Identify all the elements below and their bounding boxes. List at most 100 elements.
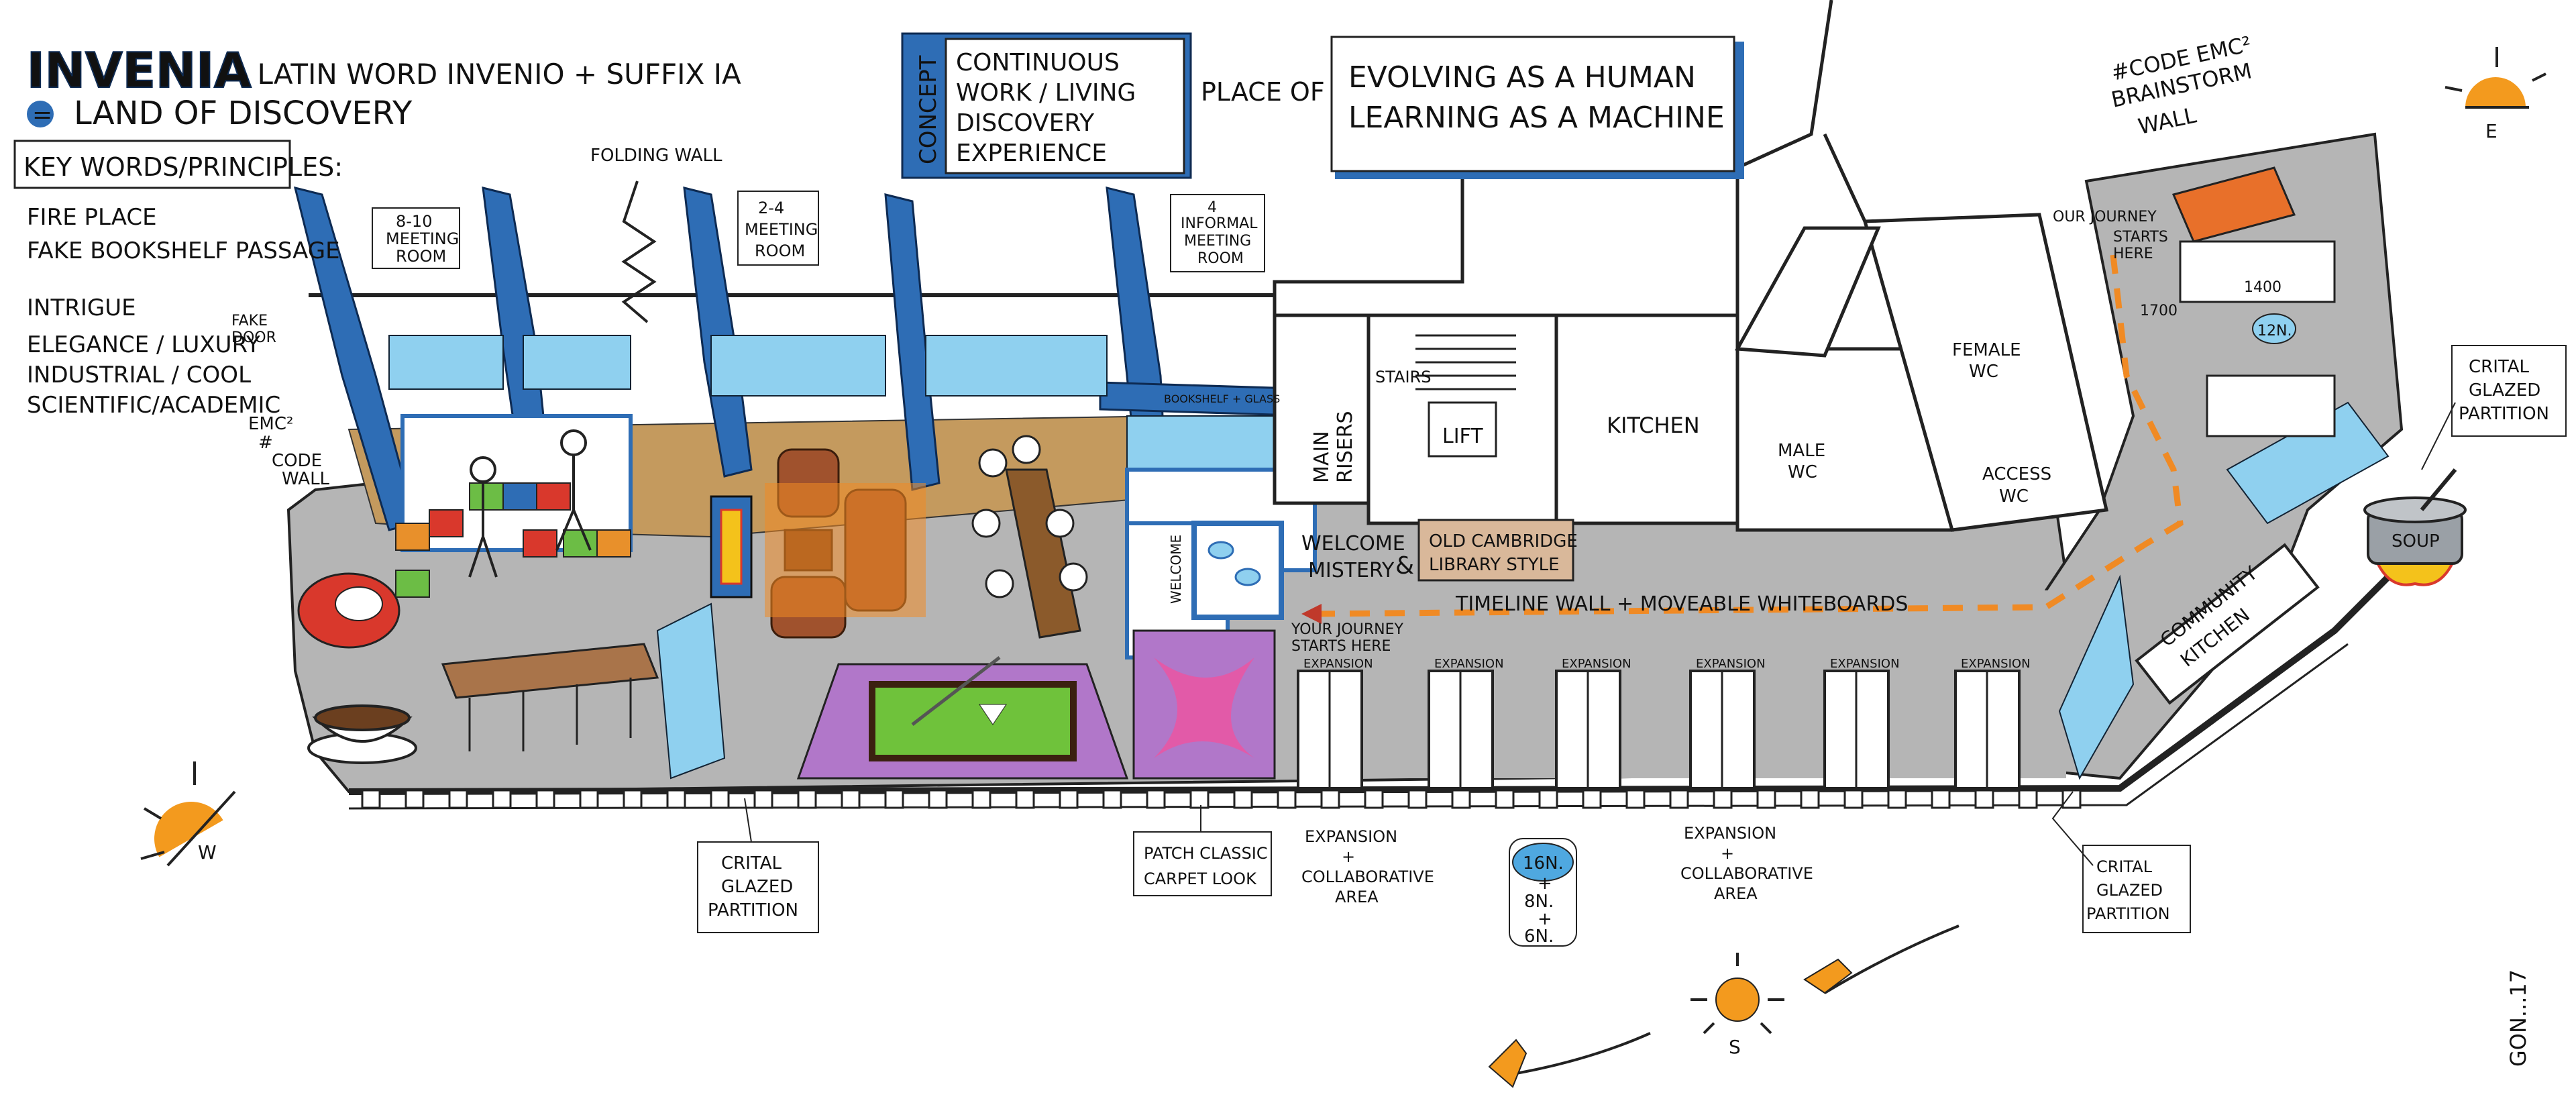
labels-kitchen: KITCHEN xyxy=(1607,413,1700,438)
folding-wall-label: FOLDING WALL xyxy=(590,146,722,166)
equals-circle xyxy=(27,101,54,127)
informal-4-2: MEETING xyxy=(1184,233,1251,250)
people-figures xyxy=(468,429,592,578)
facade-pilaster xyxy=(1451,789,1471,809)
facade-pilaster xyxy=(1407,789,1428,809)
capacity-stack-4: 6N. xyxy=(1524,927,1554,947)
sun-west-icon: W xyxy=(140,761,236,867)
emc2-wall-0: EMC² xyxy=(248,414,293,434)
concept-line: CONTINUOUS xyxy=(956,49,1120,76)
facade-pilaster xyxy=(1582,789,1602,809)
crital-bottom-right-0: CRITAL xyxy=(2096,857,2153,876)
meeting-2-4-1: MEETING xyxy=(745,220,818,239)
our-journey-0: OUR JOURNEY xyxy=(2053,209,2157,225)
facade-pilasters xyxy=(361,789,2082,809)
keywords-block: KEY WORDS/PRINCIPLES: FIRE PLACE FAKE BO… xyxy=(13,140,343,419)
title-origin: - LATIN WORD INVENIO + SUFFIX IA xyxy=(238,58,741,91)
facade-pilaster xyxy=(1277,789,1297,809)
sun-path-arrows xyxy=(1488,925,1960,1088)
crital-right-0: CRITAL xyxy=(2469,357,2530,377)
capacity-stack-3: + xyxy=(1538,909,1552,929)
tagline-1: EVOLVING AS A HUMAN xyxy=(1348,60,1696,95)
welcome-mistery-0: WELCOME xyxy=(1301,532,1405,556)
keyword-item: INTRIGUE xyxy=(27,295,136,321)
expansion-area-2-2: COLLABORATIVE xyxy=(1680,864,1813,883)
facade-pilaster xyxy=(884,789,904,809)
expansion-area-2-0: EXPANSION xyxy=(1684,824,1776,843)
expansion-window: EXPANSION xyxy=(1428,657,1504,790)
facade-pilaster xyxy=(1364,789,1384,809)
meeting-8-10-2: ROOM xyxy=(396,247,446,266)
corridor-floor xyxy=(1275,590,2066,778)
facade-pilaster xyxy=(1320,789,1340,809)
journey-start-1: STARTS HERE xyxy=(1291,638,1391,655)
main-risers-1: RISERS xyxy=(1334,411,1357,483)
expansion-label: EXPANSION xyxy=(1303,657,1373,671)
male-wc-1: WC xyxy=(1788,462,1817,482)
informal-4-0: 4 xyxy=(1208,199,1217,216)
facade-pilaster xyxy=(2061,789,2082,809)
compass-w: W xyxy=(198,841,217,863)
concept-line: EXPERIENCE xyxy=(956,140,1107,167)
facade-pilaster xyxy=(1931,789,1951,809)
facade-pilaster xyxy=(405,789,425,809)
labels-soup: SOUP xyxy=(2392,531,2440,551)
community-kitchen-table xyxy=(2135,543,2320,705)
facade-pilaster xyxy=(1669,789,1689,809)
facade-pilaster xyxy=(1800,789,1820,809)
labels-capacity-12: 12N. xyxy=(2257,323,2292,339)
labels-lift: LIFT xyxy=(1442,425,1483,448)
informal-4-1: INFORMAL xyxy=(1181,215,1258,232)
facade-pilaster xyxy=(579,789,599,809)
labels-ampersand: & xyxy=(1395,552,1414,580)
patch-carpet-1: CARPET LOOK xyxy=(1144,869,1257,888)
title-word: INVENIA xyxy=(27,42,252,99)
labels-timeline-wall: TIMELINE WALL + MOVEABLE WHITEBOARDS xyxy=(1455,592,1908,616)
access-wc-1: WC xyxy=(1999,486,2029,507)
our-journey-2: HERE xyxy=(2113,246,2153,262)
crital-bottom-left-0: CRITAL xyxy=(721,853,782,874)
sun-south-icon: S xyxy=(1690,953,1784,1058)
facade-pilaster xyxy=(2018,789,2038,809)
labels-stairs: STAIRS xyxy=(1375,368,1431,386)
title-block: INVENIA - LATIN WORD INVENIO + SUFFIX IA… xyxy=(26,42,741,132)
journey-path xyxy=(1314,254,2184,617)
title-meaning: LAND OF DISCOVERY xyxy=(74,95,413,132)
crital-bottom-left-1: GLAZED xyxy=(721,877,793,897)
facade-pilaster xyxy=(361,789,381,809)
facade-pilaster xyxy=(841,789,861,809)
concept-line: WORK / LIVING xyxy=(956,79,1136,107)
main-risers-0: MAIN xyxy=(1310,431,1334,483)
expansion-label: EXPANSION xyxy=(1696,657,1766,671)
facade-pilaster xyxy=(666,789,686,809)
compass-e: E xyxy=(2485,120,2498,142)
male-wc-0: MALE xyxy=(1778,441,1825,461)
informal-4-3: ROOM xyxy=(1197,250,1244,267)
fireplace xyxy=(710,495,753,598)
meeting-table xyxy=(971,435,1088,639)
brainstorm-furniture xyxy=(2171,166,2336,437)
emc2-wall-2: CODE xyxy=(272,451,322,471)
facade-pilaster xyxy=(1625,789,1646,809)
facade-pilaster xyxy=(535,789,555,809)
keywords-heading: KEY WORDS/PRINCIPLES: xyxy=(23,152,343,182)
expansion-area-1-2: COLLABORATIVE xyxy=(1301,867,1434,886)
expansion-area-2-3: AREA xyxy=(1714,884,1758,903)
facade-pilaster xyxy=(710,789,730,809)
facade-pilaster xyxy=(1974,789,1994,809)
orange-rug xyxy=(765,483,926,617)
facade-pilaster xyxy=(1102,789,1122,809)
our-journey-1: STARTS xyxy=(2113,229,2168,246)
keyword-item: FIRE PLACE xyxy=(27,204,157,231)
concept-block: CONCEPT CONTINUOUS WORK / LIVING DISCOVE… xyxy=(901,32,1744,179)
facade-pilaster xyxy=(1495,789,1515,809)
facade-pilaster xyxy=(1233,789,1253,809)
patch-carpet xyxy=(1132,629,1276,780)
facade-pilaster xyxy=(1538,789,1558,809)
keyword-item: FAKE BOOKSHELF PASSAGE xyxy=(27,237,340,264)
female-wc-1: WC xyxy=(1969,362,1998,382)
fake-door-1: DOOR xyxy=(231,329,276,346)
facade-pilaster xyxy=(928,789,948,809)
blue-partition-walls xyxy=(293,186,1316,531)
